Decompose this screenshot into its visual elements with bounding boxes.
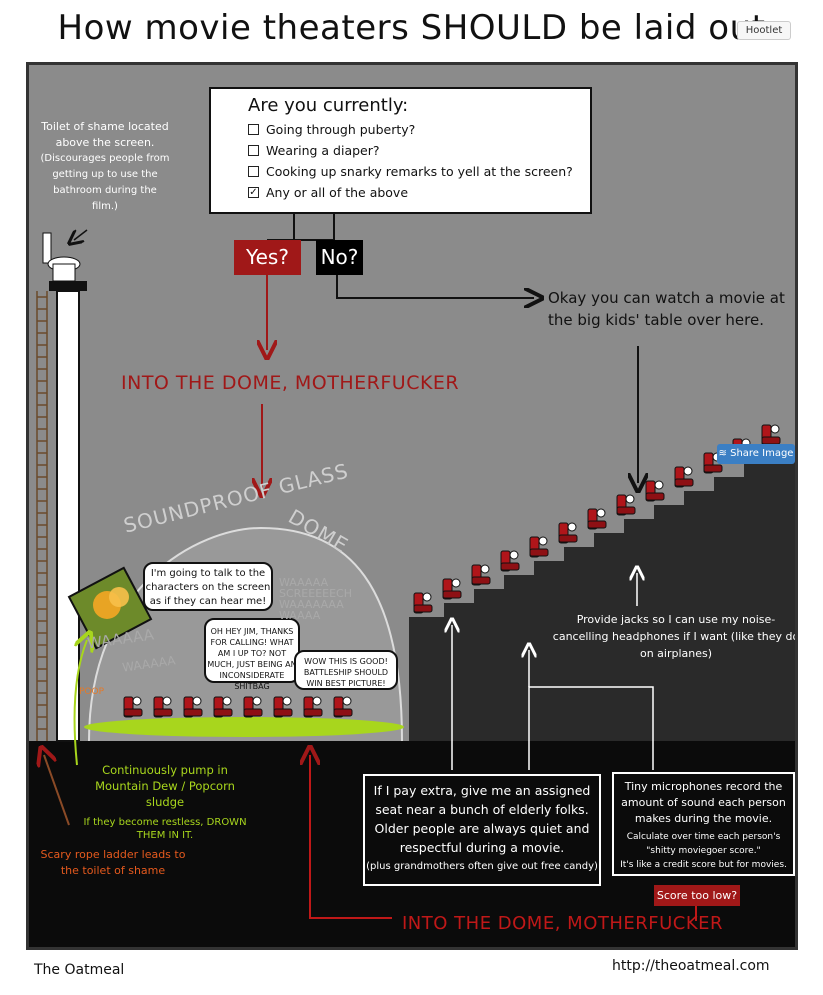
poop-text: POOP bbox=[79, 687, 105, 697]
theater-seat bbox=[213, 696, 233, 718]
theater-seat bbox=[761, 424, 781, 446]
speech-bubble: I'm going to talk to the characters on t… bbox=[143, 562, 273, 611]
share-image-button[interactable]: ≋ Share Image bbox=[717, 444, 795, 464]
footer-url[interactable]: http://theoatmeal.com bbox=[612, 958, 770, 974]
toilet-tower bbox=[56, 290, 80, 742]
comic-panel: Are you currently: Going through puberty… bbox=[26, 62, 798, 950]
assigned-seat-box: If I pay extra, give me an assigned seat… bbox=[363, 774, 601, 886]
quiz-option[interactable]: Cooking up snarky remarks to yell at the… bbox=[248, 164, 590, 179]
quiz-option[interactable]: Wearing a diaper? bbox=[248, 143, 590, 158]
toilet-caption: Toilet of shame located above the screen… bbox=[39, 119, 171, 215]
pump-caption-text: Continuously pump in Mountain Dew / Popc… bbox=[95, 763, 235, 809]
seat-box-text: If I pay extra, give me an assigned seat… bbox=[373, 783, 591, 855]
quiz-option-label: Cooking up snarky remarks to yell at the… bbox=[266, 164, 573, 179]
checkbox-checked-icon[interactable]: ✓ bbox=[248, 187, 259, 198]
quiz-option-label: Going through puberty? bbox=[266, 122, 416, 137]
checkbox-empty-icon[interactable] bbox=[248, 145, 259, 156]
toilet-caption-note: (Discourages people from getting up to u… bbox=[40, 153, 170, 212]
no-arrow bbox=[336, 275, 534, 298]
mic-box-small-line: Calculate over time each person's "shitt… bbox=[626, 832, 781, 856]
theater-seat bbox=[413, 592, 433, 614]
toilet-pointer bbox=[74, 229, 88, 240]
toilet-icon bbox=[42, 232, 81, 282]
theater-seat bbox=[442, 578, 462, 600]
toilet-platform bbox=[49, 281, 87, 291]
rope-ladder bbox=[36, 291, 48, 741]
ladder-rungs bbox=[37, 296, 47, 730]
checkbox-empty-icon[interactable] bbox=[248, 166, 259, 177]
pump-caption: Continuously pump in Mountain Dew / Popc… bbox=[77, 762, 253, 842]
quiz-option[interactable]: ✓ Any or all of the above bbox=[248, 185, 590, 200]
quiz-option-label: Wearing a diaper? bbox=[266, 143, 380, 158]
theater-seat bbox=[303, 696, 323, 718]
quiz-box: Are you currently: Going through puberty… bbox=[209, 87, 592, 214]
dome-label-bottom: INTO THE DOME, MOTHERFUCKER bbox=[402, 913, 724, 934]
yes-button[interactable]: Yes? bbox=[234, 240, 301, 275]
share-label: Share Image bbox=[730, 448, 794, 459]
theater-seat bbox=[500, 550, 520, 572]
mic-connector bbox=[528, 686, 654, 770]
dome-seats bbox=[123, 696, 353, 718]
theater-seat bbox=[273, 696, 293, 718]
footer-brand[interactable]: The Oatmeal bbox=[34, 962, 125, 978]
theater-seat bbox=[123, 696, 143, 718]
pump-arrow bbox=[73, 640, 87, 766]
theater-seat bbox=[616, 494, 636, 516]
theater-seat bbox=[153, 696, 173, 718]
pump-caption-note: If they become restless, DROWN THEM IN I… bbox=[83, 817, 247, 841]
quiz-option[interactable]: Going through puberty? bbox=[248, 122, 590, 137]
theater-seat bbox=[645, 480, 665, 502]
ladder-arrow bbox=[44, 755, 70, 826]
dome-label-top: INTO THE DOME, MOTHERFUCKER bbox=[121, 372, 460, 394]
return-arrow bbox=[310, 755, 392, 919]
mic-box-small: Calculate over time each person's "shitt… bbox=[614, 830, 793, 872]
theater-seat bbox=[243, 696, 263, 718]
checkbox-empty-icon[interactable] bbox=[248, 124, 259, 135]
quiz-title: Are you currently: bbox=[248, 95, 409, 116]
speech-bubble: WOW THIS IS GOOD! BATTLESHIP SHOULD WIN … bbox=[294, 650, 398, 690]
stack-icon: ≋ bbox=[718, 448, 731, 459]
no-button[interactable]: No? bbox=[316, 240, 363, 275]
big-kids-text: Okay you can watch a movie at the big ki… bbox=[548, 289, 785, 329]
quiz-option-label: Any or all of the above bbox=[266, 185, 409, 200]
stadium-seating bbox=[409, 449, 795, 741]
scream-text: WAAAAA SCREEEEECH WAAAAAAA WAAAA bbox=[279, 576, 353, 622]
comic-title: How movie theaters SHOULD be laid out bbox=[57, 8, 766, 48]
score-too-low-button[interactable]: Score too low? bbox=[654, 885, 740, 906]
jacks-caption: Provide jacks so I can use my noise-canc… bbox=[552, 613, 798, 660]
toilet-caption-text: Toilet of shame located above the screen… bbox=[41, 120, 169, 149]
theater-seat bbox=[587, 508, 607, 530]
ladder-caption: Scary rope ladder leads to the toilet of… bbox=[40, 848, 186, 877]
mic-box-small-line: It's like a credit score but for movies. bbox=[620, 860, 787, 870]
theater-seat bbox=[529, 536, 549, 558]
speech-bubble: OH HEY JIM, THANKS FOR CALLING! WHAT AM … bbox=[204, 618, 300, 691]
theater-seat bbox=[674, 466, 694, 488]
theater-seat bbox=[558, 522, 578, 544]
theater-seat bbox=[471, 564, 491, 586]
hootlet-button[interactable]: Hootlet bbox=[737, 21, 791, 40]
theater-seat bbox=[183, 696, 203, 718]
sludge-pool bbox=[84, 717, 404, 737]
theater-seat bbox=[333, 696, 353, 718]
microphone-box: Tiny microphones record the amount of so… bbox=[612, 772, 795, 876]
seat-box-note: (plus grandmothers often give out free c… bbox=[366, 861, 598, 872]
mic-box-text: Tiny microphones record the amount of so… bbox=[621, 780, 786, 825]
